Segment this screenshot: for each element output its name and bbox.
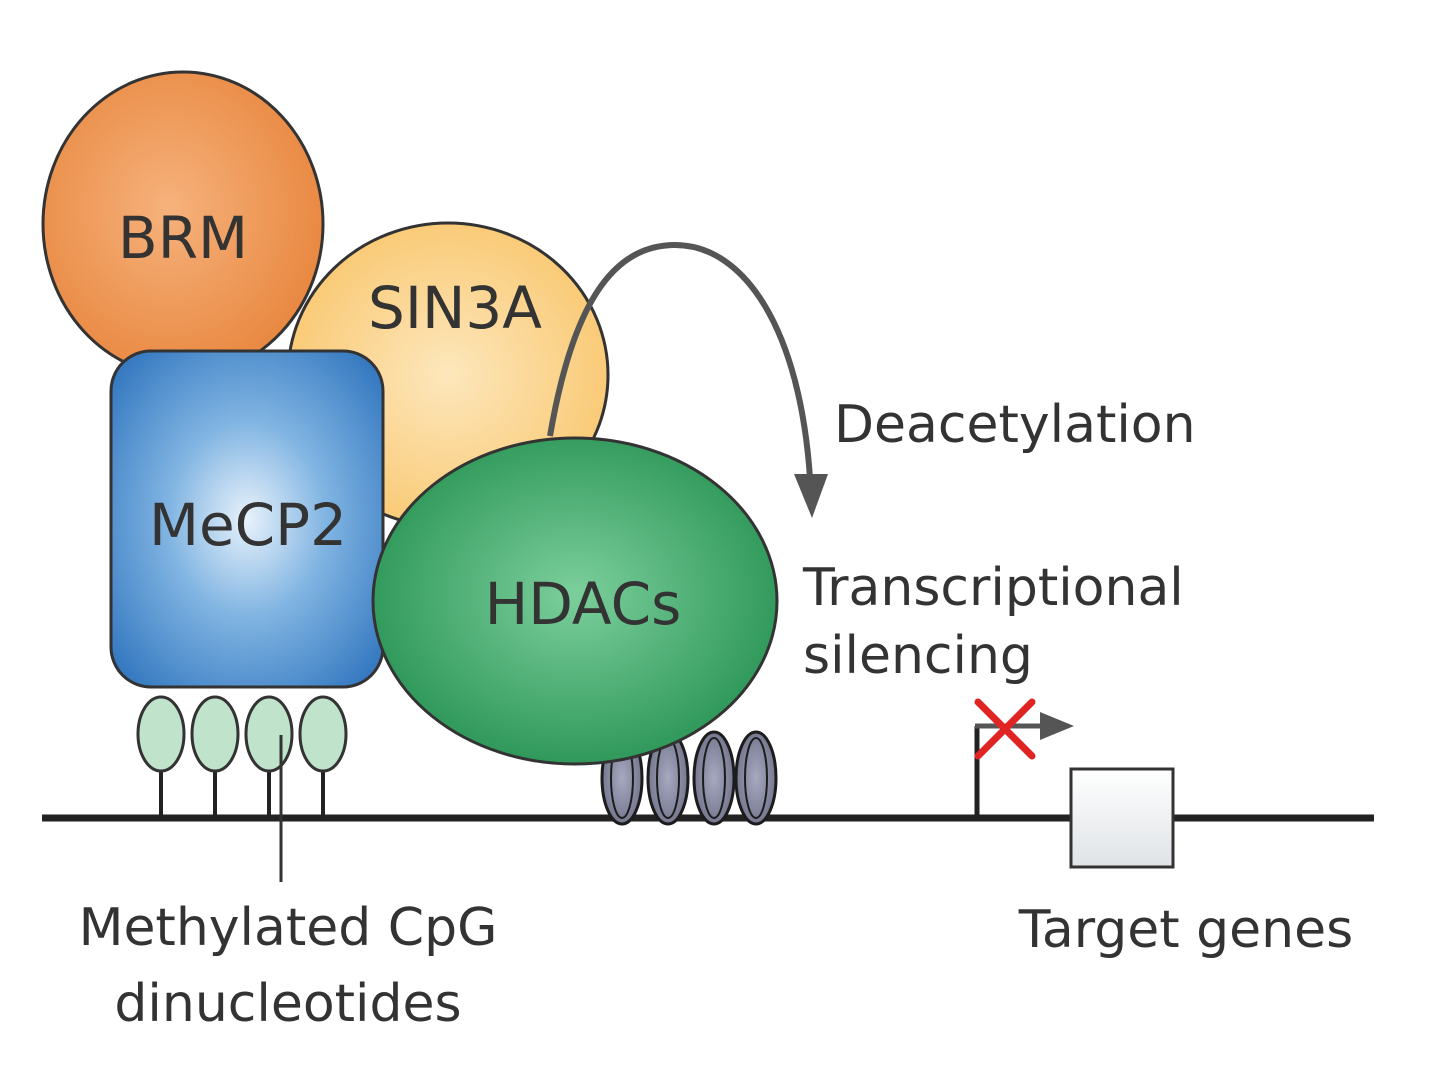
mecp2-label: MeCP2 — [149, 491, 347, 559]
deacetylation-arrowhead — [794, 474, 828, 518]
methyl-group-1 — [136, 695, 186, 773]
target-gene-box — [1069, 767, 1175, 869]
methylated-cpg-line1: Methylated CpG — [79, 898, 498, 958]
tss-arrow — [974, 712, 1074, 818]
nucleosome-3 — [692, 730, 736, 826]
mecp2-protein — [109, 349, 385, 689]
methyl-group-2 — [190, 695, 240, 773]
transcriptional-silencing-line1: Transcriptional — [802, 558, 1184, 618]
sin3a-label: SIN3A — [368, 274, 542, 342]
transcriptional-silencing-line2: silencing — [803, 626, 1033, 686]
methylated-cpg-group — [136, 695, 348, 818]
brm-label: BRM — [118, 204, 248, 272]
target-genes-label: Target genes — [1018, 900, 1353, 960]
deacetylation-label: Deacetylation — [834, 395, 1196, 455]
blocked-x-icon — [974, 698, 1036, 760]
nucleosome-4 — [734, 730, 778, 826]
hdacs-label: HDACs — [485, 570, 682, 638]
hdacs-protein — [371, 436, 779, 766]
deacetylation-arrow — [547, 241, 813, 479]
methyl-group-4 — [298, 695, 348, 773]
methyl-group-3 — [244, 695, 294, 773]
methylated-cpg-line2: dinucleotides — [114, 974, 461, 1034]
